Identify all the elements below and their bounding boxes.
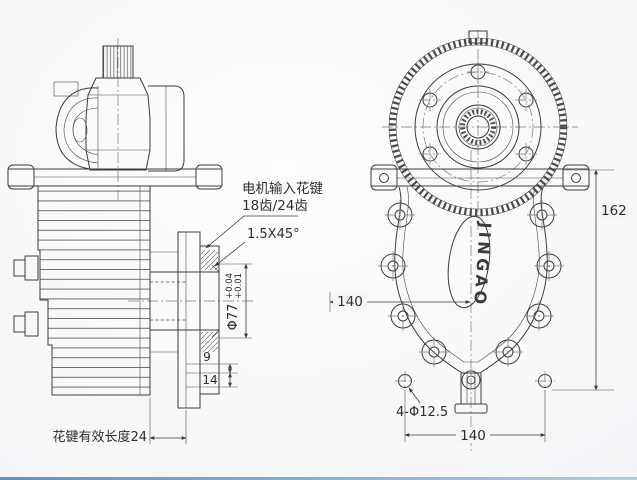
spline-note-line1: 电机输入花键 (242, 181, 323, 197)
chamfer-leader (214, 241, 246, 267)
bolt-hole (467, 61, 489, 83)
differential-case (53, 81, 99, 171)
output-stub (454, 370, 488, 414)
housing-boss (388, 301, 418, 331)
dim-bore-tol-lower: +0.01 (234, 273, 244, 299)
mounting-flange (7, 164, 223, 190)
bolt-hole (515, 89, 537, 111)
bottom-accent-bar (0, 477, 637, 480)
gear-bolt-holes (419, 61, 537, 165)
holes-note: 4-Φ12.5 (396, 387, 448, 420)
housing-boss (419, 337, 449, 367)
holes-note-label: 4-Φ12.5 (396, 405, 448, 420)
dim-flange-steps: 9 14 (186, 350, 238, 388)
housing-boss (378, 251, 408, 281)
spline-note-leader (205, 215, 298, 249)
bolt-hole (419, 89, 441, 111)
bolt-hole (515, 143, 537, 165)
brand-text: JINGAO (470, 221, 495, 309)
input-spline-shaft (102, 45, 134, 79)
dim-9-label: 9 (203, 350, 211, 364)
dim-bore-dia-label: Φ77 (226, 304, 241, 331)
housing-boss (534, 251, 564, 281)
dim-14-label: 14 (202, 373, 217, 387)
side-bolt-upper (13, 255, 39, 281)
spline-length-label: 花键有效长度24 (52, 429, 147, 445)
ring-gear (388, 30, 568, 217)
side-view-dimensions: 电机输入花键 18齿/24齿 1.5X45° Φ77 +0.04 +0.01 (52, 181, 323, 445)
side-bolt-lower (13, 311, 39, 337)
dim-center-140: 140 (329, 292, 471, 312)
dim-bore-tol-upper: +0.04 (225, 273, 235, 299)
housing-boss (385, 200, 415, 230)
dim-spline-length: 花键有效长度24 (52, 398, 187, 445)
brand-badge: JINGAO (447, 215, 495, 309)
dim-pitch-140: 140 (404, 390, 546, 444)
housing-body (37, 185, 151, 396)
spline-note-line2: 18齿/24齿 (242, 198, 308, 214)
gear-bracket (148, 85, 185, 172)
front-view-dimensions: 140 162 4-Φ12.5 140 (329, 169, 630, 444)
chamfer-note: 1.5X45° (247, 227, 300, 242)
gear-top-lug (468, 30, 488, 44)
dim-bore: Φ77 +0.04 +0.01 (219, 263, 252, 339)
dim-height-162: 162 (552, 169, 630, 391)
housing-boss (493, 337, 523, 367)
front-mounting-flange (370, 164, 590, 191)
housing-boss (524, 301, 554, 331)
flange-hole-right (535, 371, 555, 391)
dim-height-162-label: 162 (601, 203, 627, 219)
output-flange (150, 231, 220, 409)
dim-center-140-label: 140 (337, 294, 363, 310)
front-view: JINGAO (370, 30, 590, 452)
flange-hole-left (395, 371, 415, 391)
side-view (7, 38, 256, 409)
housing-boss (527, 200, 557, 230)
bolt-hole (419, 143, 441, 165)
dim-pitch-140-label: 140 (460, 428, 486, 444)
